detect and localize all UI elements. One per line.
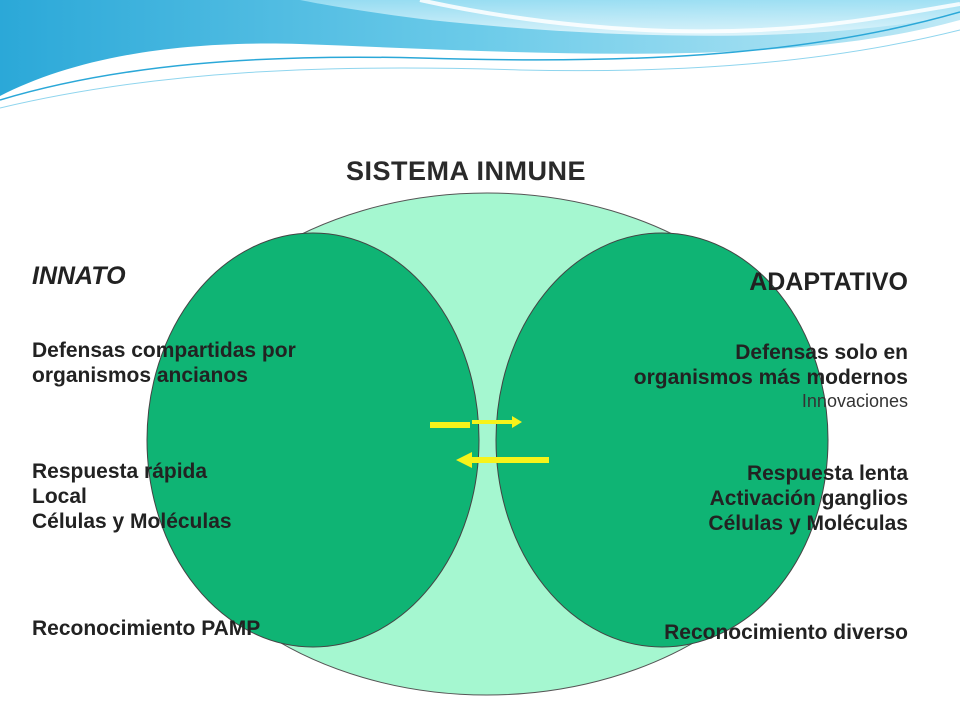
adaptativo-response-line: Respuesta lenta xyxy=(746,462,908,485)
innato-response-text: Respuesta rápida Local Células y Molécul… xyxy=(32,460,232,534)
diagram-title: SISTEMA INMUNE xyxy=(346,156,587,186)
adaptativo-response-line: Activación ganglios xyxy=(709,486,908,510)
adaptativo-defenses-line: Defensas solo en xyxy=(735,341,908,364)
adaptativo-defenses-line: organismos más modernos xyxy=(633,365,908,389)
adaptativo-response-text: Respuesta lenta Activación ganglios Célu… xyxy=(708,462,908,536)
adaptativo-innovations-label: Innovaciones xyxy=(801,390,908,411)
innato-defenses-line: Defensas compartidas por xyxy=(32,339,296,362)
adaptativo-response-line: Células y Moléculas xyxy=(708,511,908,535)
adaptativo-defenses-text: Defensas solo en organismos más modernos… xyxy=(634,341,908,412)
wave-line-2 xyxy=(0,29,960,109)
wave-header-decoration xyxy=(0,0,960,109)
innato-response-line: Respuesta rápida xyxy=(32,460,208,483)
innato-defenses-line: organismos ancianos xyxy=(32,363,248,387)
wave-line-1 xyxy=(0,11,960,101)
adaptativo-heading: ADAPTATIVO xyxy=(749,268,908,296)
innato-heading: INNATO xyxy=(32,262,126,290)
inner-circle-innato xyxy=(146,232,480,648)
innato-defenses-text: Defensas compartidas por organismos anci… xyxy=(32,339,296,389)
innato-response-line: Local xyxy=(32,484,87,508)
innato-recognition-text: Reconocimiento PAMP xyxy=(32,617,260,642)
arrow-right xyxy=(430,416,522,428)
inner-circle-adaptativo xyxy=(495,232,829,648)
adaptativo-recognition-line: Reconocimiento diverso xyxy=(664,621,908,644)
innato-response-line: Células y Moléculas xyxy=(32,509,232,533)
innato-recognition-line: Reconocimiento PAMP xyxy=(32,617,261,640)
adaptativo-recognition-text: Reconocimiento diverso xyxy=(664,621,908,646)
wave-white-streak xyxy=(419,0,960,34)
arrow-left xyxy=(456,452,549,468)
